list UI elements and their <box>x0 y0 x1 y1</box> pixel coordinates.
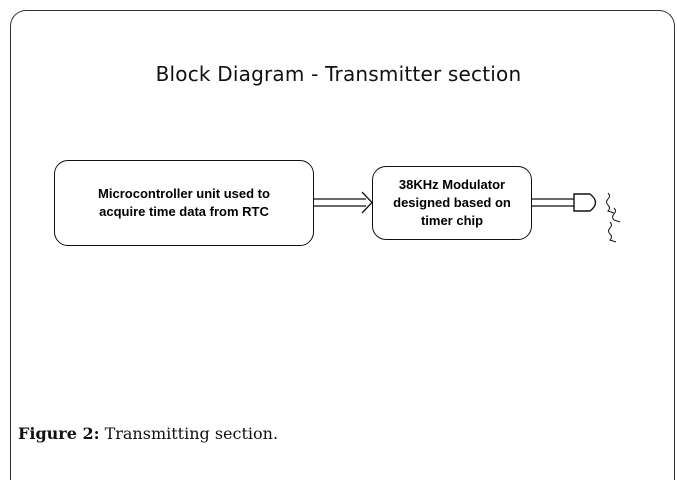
infrared-waves-icon <box>606 192 621 243</box>
microcontroller-block-line2: acquire time data from RTC <box>99 204 269 219</box>
microcontroller-block: Microcontroller unit used to acquire tim… <box>54 160 314 246</box>
figure-label: Figure 2: <box>18 424 100 443</box>
modulator-block-line2: designed based on <box>393 195 511 210</box>
microcontroller-block-line1: Microcontroller unit used to <box>98 186 270 201</box>
figure-caption: Figure 2: Transmitting section. <box>18 424 278 443</box>
modulator-to-led-wire <box>532 198 574 207</box>
modulator-block-line1: 38KHz Modulator <box>398 177 506 192</box>
figure-caption-text: Transmitting section. <box>99 424 279 443</box>
modulator-block-line3: timer chip <box>420 213 484 228</box>
modulator-block: 38KHz Modulator designed based on timer … <box>372 166 532 240</box>
figure-frame <box>10 10 675 480</box>
diagram-title: Block Diagram - Transmitter section <box>155 62 522 86</box>
mcu-to-modulator-arrow <box>314 191 373 214</box>
ir-led-icon <box>573 193 597 212</box>
